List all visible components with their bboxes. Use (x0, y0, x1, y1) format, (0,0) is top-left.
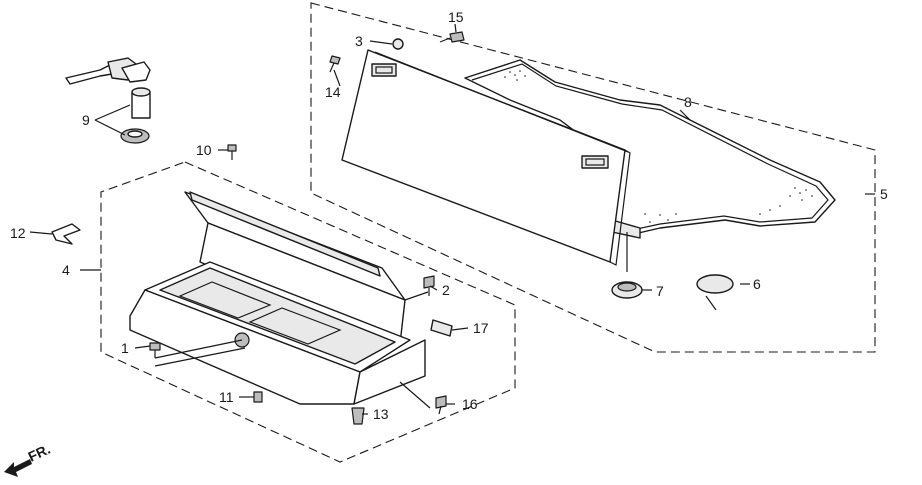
callout-11: 11 (219, 389, 234, 405)
rear-shelf-tray (464, 59, 836, 239)
screw-part-14 (329, 55, 341, 73)
callout-17: 17 (473, 320, 489, 336)
clip-part-2 (423, 275, 435, 296)
grommet-part-7 (611, 232, 643, 299)
rear-shelf-panel (341, 49, 631, 266)
screw-part-1 (149, 342, 161, 358)
callout-13: 13 (373, 406, 389, 422)
clip-part-11 (253, 391, 263, 403)
damper-part-17 (430, 319, 453, 337)
callout-5: 5 (880, 186, 888, 202)
screw-part-10 (227, 144, 237, 160)
front-direction-arrow-icon (4, 459, 32, 477)
callout-12: 12 (10, 225, 26, 241)
callout-7: 7 (656, 283, 664, 299)
clip-part-12 (51, 223, 81, 245)
callout-8: 8 (684, 94, 692, 110)
clip-part-13 (351, 407, 365, 425)
key-and-lock-cylinder (65, 57, 151, 144)
front-marker-label: FR. (26, 441, 53, 465)
callout-3: 3 (355, 33, 363, 49)
console-box (129, 191, 426, 405)
callout-6: 6 (753, 276, 761, 292)
cap-part-6 (696, 274, 734, 311)
callout-2: 2 (442, 282, 450, 298)
leader-lines (29, 23, 875, 415)
callout-10: 10 (196, 142, 212, 158)
callout-9: 9 (82, 112, 90, 128)
callout-15: 15 (448, 9, 464, 25)
assembly-outline-4 (100, 161, 516, 463)
callout-1: 1 (121, 340, 129, 356)
nut-part-3 (392, 38, 404, 50)
callout-16: 16 (462, 396, 478, 412)
callout-14: 14 (325, 84, 341, 100)
screw-part-16 (435, 395, 447, 415)
callout-4: 4 (62, 262, 70, 278)
bolt-part-15 (439, 31, 465, 43)
assembly-outline-5 (310, 2, 876, 353)
